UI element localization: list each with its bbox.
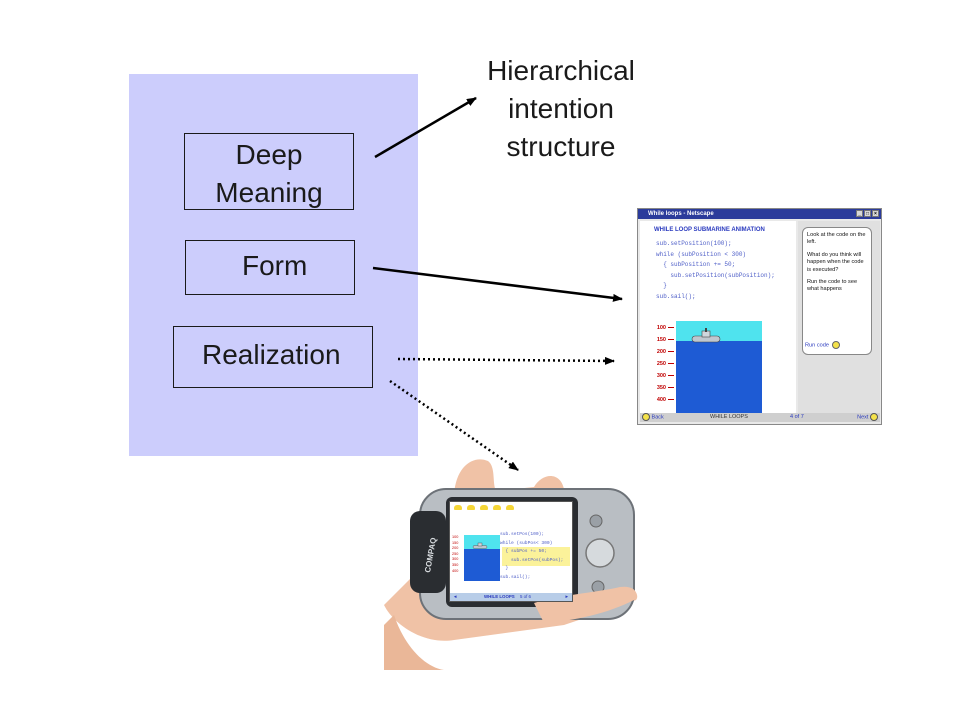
pda-toolbar (454, 505, 514, 510)
pda-footer: ◄ WHILE LOOPS 5 of 6 ► (450, 593, 572, 601)
hierarchy-line1: Hierarchical (487, 55, 635, 86)
bubble-text-1: Look at the code on the left. (807, 232, 866, 246)
lesson-content: WHILE LOOP SUBMARINE ANIMATION sub.setPo… (640, 221, 796, 415)
pda-code-highlight (502, 547, 570, 566)
code-line: } (656, 282, 667, 290)
pda-screen: 100 150 200 250 300 350 400 sub.setPos(1… (449, 501, 573, 602)
depth-tick: 100 (656, 325, 666, 331)
pda-footer-title: WHILE LOOPS (484, 594, 515, 599)
depth-tick: 300 (656, 373, 666, 379)
pda-code-line: } (500, 566, 509, 572)
depth-tick: 200 (656, 349, 666, 355)
footer-section-title: WHILE LOOPS (710, 414, 748, 420)
hierarchical-intention-label: Hierarchical intention structure (455, 52, 667, 166)
pda-page-counter: 5 of 6 (520, 594, 531, 599)
arrow-deep-to-hierarchy (374, 96, 477, 159)
form-box: Form (185, 240, 355, 295)
pda-depth-tick: 300 (452, 557, 459, 562)
realization-box: Realization (173, 326, 373, 388)
instructions-panel: Look at the code on the left. What do yo… (798, 221, 880, 415)
toolbar-icon (454, 505, 462, 510)
toolbar-icon (493, 505, 501, 510)
code-line: while (subPosition < 300) (656, 250, 747, 258)
arrow-realization-to-pda (389, 379, 519, 472)
depth-tick: 250 (656, 361, 666, 367)
pda-depth-tick: 400 (452, 568, 459, 573)
pda-depth-tick: 150 (452, 540, 459, 545)
lesson-footer: Back WHILE LOOPS 4 of 7 Next (640, 413, 880, 422)
lesson-heading: WHILE LOOP SUBMARINE ANIMATION (654, 227, 765, 233)
toolbar-icon (480, 505, 488, 510)
arrow-form-to-netscape (372, 266, 623, 302)
pda-submarine-icon (472, 542, 488, 549)
run-icon (831, 341, 840, 350)
submarine-animation (676, 321, 762, 415)
pda-depth-tick: 250 (452, 551, 459, 556)
window-title: While loops - Netscape (648, 211, 714, 217)
pda-depth-tick: 350 (452, 562, 459, 567)
back-button[interactable]: Back (642, 413, 664, 422)
close-icon: × (872, 210, 879, 217)
hierarchy-line2: intention (508, 93, 614, 124)
pda-back-icon[interactable]: ◄ (453, 594, 458, 599)
code-line: sub.setPosition(subPosition); (656, 271, 775, 279)
netscape-window-screenshot: While loops - Netscape _ □ × WHILE LOOP … (637, 208, 882, 425)
deep-meaning-line2: Meaning (215, 177, 323, 208)
realization-label: Realization (202, 339, 341, 370)
pda-submarine-animation (464, 535, 500, 581)
deep-meaning-box: Deep Meaning (184, 133, 354, 210)
arrow-realization-to-netscape (397, 356, 615, 365)
pda-depth-tick: 200 (452, 546, 459, 551)
hierarchy-line3: structure (506, 131, 616, 162)
pda-code-listing: sub.setPos(100); while (subPos< 300) { s… (500, 531, 563, 583)
pda-code-line: sub.setPos(100); (500, 532, 545, 537)
window-title-bar: While loops - Netscape _ □ × (638, 209, 881, 219)
thumb (534, 586, 637, 623)
pda-depth-scale: 100 150 200 250 300 350 400 (452, 535, 458, 574)
depth-tick: 400 (656, 397, 666, 403)
next-arrow-icon (870, 413, 878, 421)
form-label: Form (242, 250, 308, 281)
bubble-text-3: Run the code to see what happens (807, 279, 858, 293)
code-line: sub.sail(); (656, 292, 696, 300)
back-label: Back (651, 414, 664, 421)
pda-dpad-icon (585, 538, 615, 568)
depth-tick: 350 (656, 385, 666, 391)
toolbar-icon (506, 505, 514, 510)
bubble-text-2: What do you think will happen when the c… (807, 251, 864, 273)
next-label: Next (857, 414, 869, 421)
deep-meaning-line1: Deep (235, 139, 303, 170)
code-listing: sub.setPosition(100); while (subPosition… (656, 239, 775, 303)
code-line: sub.setPosition(100); (656, 240, 732, 247)
back-arrow-icon (642, 413, 650, 421)
pda-code-line: { subPos += 50; (500, 549, 547, 555)
minimize-icon: _ (856, 210, 863, 217)
depth-tick: 150 (656, 337, 666, 343)
pda-left-grip (410, 511, 446, 593)
code-line: { subPosition += 50; (656, 261, 736, 269)
page-counter: 4 of 7 (790, 414, 804, 420)
pda-button-icon (589, 514, 603, 528)
run-code-label: Run code (805, 342, 829, 349)
hand-wrist (384, 615, 444, 670)
run-code-button[interactable]: Run code (805, 341, 840, 350)
pda-code-line: while (subPos< 300) (500, 540, 553, 546)
pda-depth-tick: 100 (452, 535, 459, 539)
maximize-icon: □ (864, 210, 871, 217)
pda-code-line: sub.setPos(subPos); (500, 557, 564, 563)
speech-bubble: Look at the code on the left. What do yo… (802, 227, 872, 355)
submarine-icon (691, 328, 721, 343)
pda-next-icon[interactable]: ► (564, 594, 569, 599)
pda-code-line: sub.sail(); (500, 574, 531, 580)
toolbar-icon (467, 505, 475, 510)
next-button[interactable]: Next (857, 413, 878, 422)
pda-sky-band (464, 535, 500, 549)
